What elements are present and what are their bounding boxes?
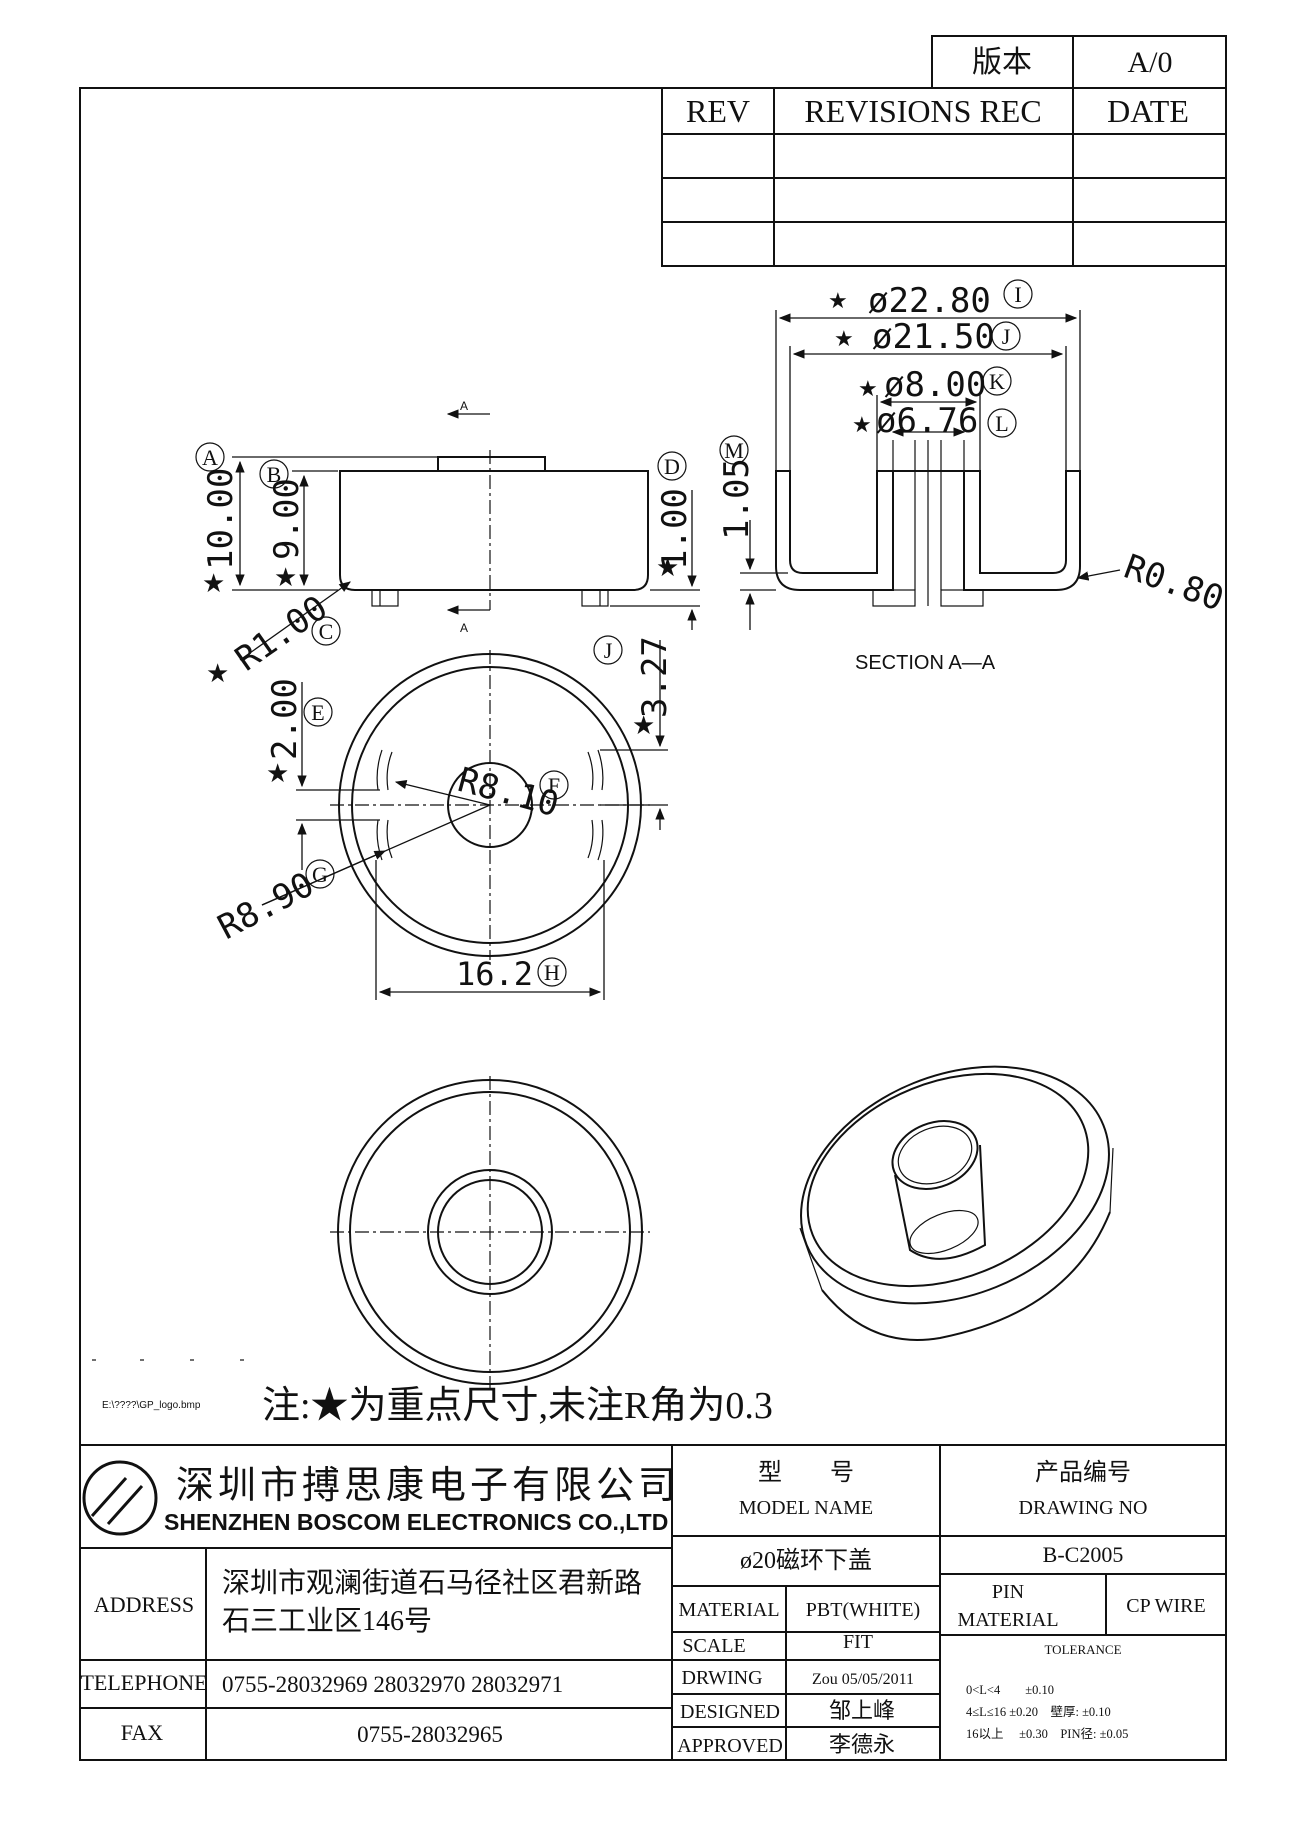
telephone-label: TELEPHONE [80, 1670, 207, 1695]
drwing-value: Zou 05/05/2011 [812, 1671, 914, 1688]
dim-sec-r-value: R0.80 [1119, 547, 1229, 620]
isometric-view [799, 1065, 1114, 1341]
section-a-label-top: A [460, 399, 468, 413]
dim-i-star: ★ [828, 288, 848, 313]
pin-label-1: PIN [992, 1581, 1024, 1603]
revisions-rec-header: REVISIONS REC [804, 93, 1041, 129]
callouts: A B C D E F G H I J J K L M ★ ★ ★ ★ ★ ★ [195, 279, 1033, 987]
dim-e-value: 2.00 [265, 678, 305, 760]
material-label: MATERIAL [678, 1599, 779, 1621]
note-area: E:\????\GP_logo.bmp 注:★为重点尺寸,未注R角为0.3 [92, 1359, 773, 1427]
star-c: ★ [206, 658, 229, 688]
company-name-en: SHENZHEN BOSCOM ELECTRONICS CO.,LTD [164, 1509, 668, 1535]
note-text: 注:★为重点尺寸,未注R角为0.3 [262, 1385, 773, 1427]
sheet-border [79, 87, 1227, 1761]
telephone-value: 0755-28032969 28032970 28032971 [222, 1672, 563, 1697]
dim-l-value: ø6.76 [876, 401, 978, 441]
dim-j2-value: 3.27 [635, 636, 675, 718]
version-label: 版本 [972, 46, 1032, 79]
section-title: SECTION A—A [855, 652, 996, 674]
dim-f-value: R8.10 [454, 760, 563, 825]
callout-k: K [989, 369, 1005, 394]
designed-label: DESIGNED [680, 1701, 780, 1723]
dim-i-value: ø22.80 [868, 281, 991, 321]
bottom-view: R8.10 R8.90 2.00 3.27 16.2 [211, 636, 675, 1000]
tolerance-header: TOLERANCE [1044, 1642, 1121, 1657]
dim-k-star: ★ [858, 376, 878, 401]
designed-value: 邹上峰 [829, 1698, 895, 1723]
model-value: ø20磁环下盖 [740, 1547, 872, 1574]
callout-a: A [202, 445, 218, 470]
star-j2: ★ [632, 710, 655, 740]
dim-d-value: 1.00 [655, 488, 695, 570]
dim-a-value: 10.00 [201, 468, 241, 570]
callout-g: G [312, 862, 328, 887]
top-view [330, 1076, 650, 1388]
callout-f: F [548, 773, 560, 798]
logo-file-path: E:\????\GP_logo.bmp [102, 1400, 201, 1411]
dim-h-value: 16.2 [456, 955, 533, 993]
address-line-2: 石三工业区146号 [222, 1606, 432, 1637]
revision-box: 版本 A/0 [931, 35, 1227, 89]
fax-value: 0755-28032965 [357, 1722, 503, 1747]
drawing-label-cn: 产品编号 [1035, 1459, 1131, 1486]
drawing-label-en: DRAWING NO [1019, 1497, 1148, 1519]
fax-label: FAX [121, 1720, 163, 1745]
model-label-en: MODEL NAME [739, 1497, 873, 1519]
model-label-cn: 型 号 [758, 1459, 854, 1486]
star-a: ★ [202, 568, 225, 598]
scale-value: FIT [843, 1631, 873, 1653]
drwing-label: DRWING [681, 1667, 762, 1689]
material-value: PBT(WHITE) [806, 1599, 920, 1621]
dim-j-star: ★ [834, 326, 854, 351]
company-name-cn: 深圳市搏思康电子有限公司 [176, 1465, 680, 1507]
date-header: DATE [1107, 93, 1189, 129]
version-value: A/0 [1128, 46, 1173, 79]
callout-i: I [1014, 282, 1021, 307]
dim-k-value: ø8.00 [884, 365, 986, 405]
callout-e: E [311, 700, 324, 725]
callout-m: M [724, 438, 744, 463]
callout-l: L [995, 411, 1008, 436]
star-b: ★ [274, 562, 297, 592]
dim-l-star: ★ [852, 412, 872, 437]
address-label: ADDRESS [94, 1592, 194, 1617]
tolerance-row-3: 16以上 ±0.30 PIN径: ±0.05 [966, 1727, 1128, 1741]
approved-label: APPROVED [677, 1735, 783, 1757]
callout-d: D [664, 454, 680, 479]
callout-c: C [319, 619, 334, 644]
pin-value: CP WIRE [1126, 1595, 1205, 1617]
title-block: 深圳市搏思康电子有限公司 SHENZHEN BOSCOM ELECTRONICS… [80, 1444, 1226, 1760]
callout-h: H [544, 960, 560, 985]
dim-j-value: ø21.50 [872, 317, 995, 357]
dim-g-value: R8.90 [211, 865, 320, 948]
section-a-label-bottom: A [460, 621, 468, 635]
approved-value: 李德永 [829, 1732, 895, 1757]
callout-j: J [1002, 324, 1011, 349]
scale-label: SCALE [682, 1635, 745, 1657]
tolerance-row-1: 0<L<4 ±0.10 [966, 1683, 1054, 1697]
tolerance-row-2: 4≤L≤16 ±0.20 壁厚: ±0.10 [966, 1704, 1111, 1719]
callout-b: B [267, 462, 282, 487]
side-view: A A 10.00 9.00 1.00 R1.00 [201, 399, 700, 679]
star-e: ★ [266, 758, 289, 788]
dim-m-value: 1.05 [717, 458, 757, 540]
dim-b-value: 9.00 [267, 478, 307, 560]
revisions-table: REV REVISIONS REC DATE [661, 87, 1227, 267]
star-d: ★ [656, 552, 679, 582]
rev-header: REV [686, 93, 750, 129]
pin-label-2: MATERIAL [957, 1609, 1058, 1631]
callout-j2: J [604, 638, 613, 663]
drawing-value: B-C2005 [1043, 1542, 1124, 1567]
company-logo-icon [82, 1460, 158, 1536]
section-view: ★ ø22.80 ★ ø21.50 ★ ø8.00 ★ ø6.76 1.05 R… [717, 281, 1229, 674]
address-line-1: 深圳市观澜街道石马径社区君新路 [222, 1567, 642, 1599]
